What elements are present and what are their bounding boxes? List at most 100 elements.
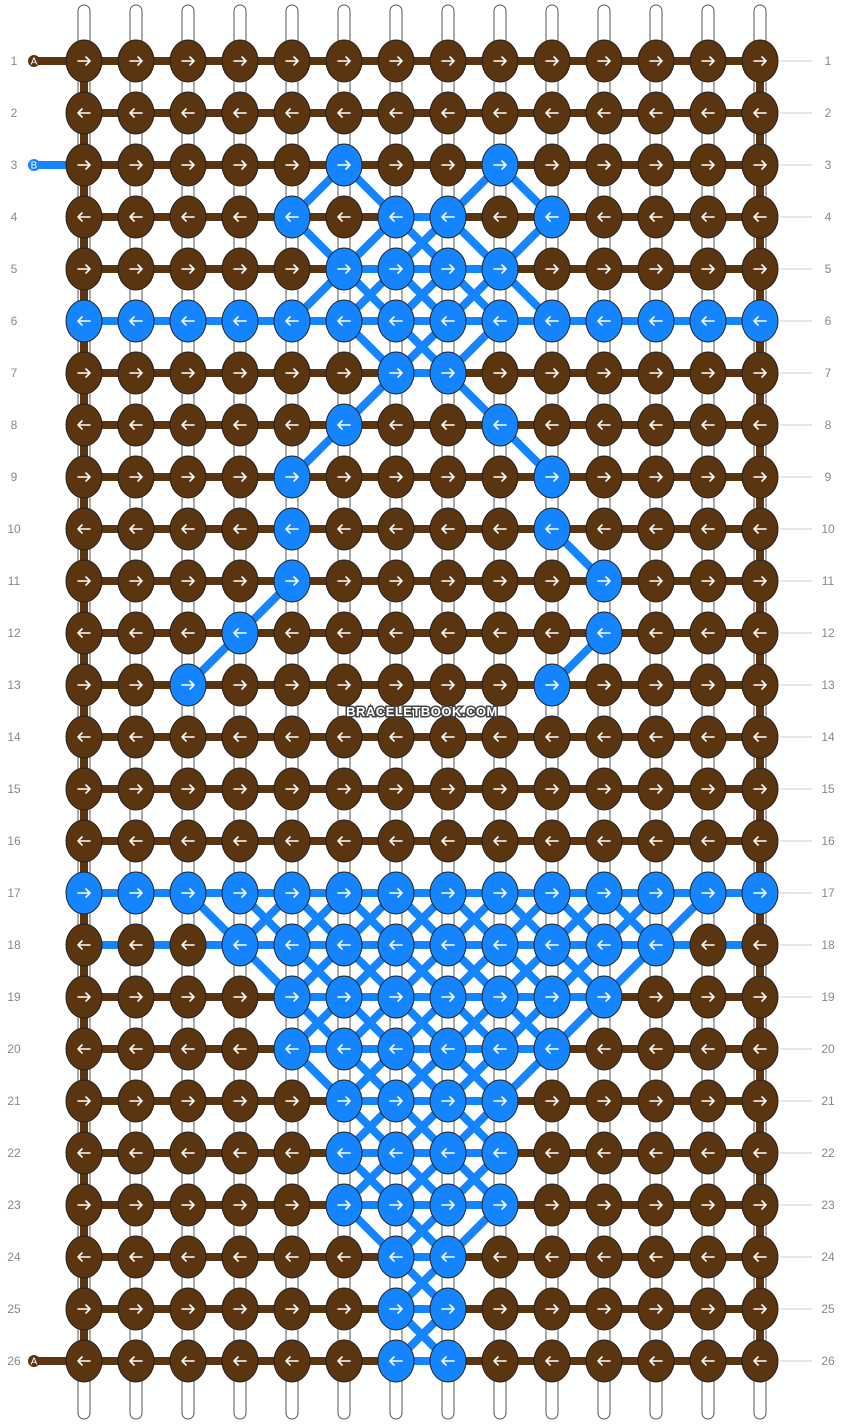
knot <box>377 39 415 83</box>
knot <box>637 1079 675 1123</box>
knot <box>65 1339 103 1383</box>
row-label-right: 4 <box>825 210 832 224</box>
knot <box>637 195 675 239</box>
arrow-left-icon <box>77 628 91 638</box>
arrow-left-icon <box>389 1148 403 1158</box>
arrow-right-icon <box>285 160 299 170</box>
arrow-left-icon <box>441 212 455 222</box>
knot <box>533 247 571 291</box>
knot <box>65 663 103 707</box>
knot <box>741 715 779 759</box>
knot <box>429 559 467 603</box>
knot <box>741 819 779 863</box>
knot <box>117 1339 155 1383</box>
knot <box>533 611 571 655</box>
arrow-left-icon <box>129 836 143 846</box>
knot <box>221 1079 259 1123</box>
knot <box>273 1079 311 1123</box>
arrow-left-icon <box>233 420 247 430</box>
arrow-right-icon <box>597 56 611 66</box>
knot <box>585 91 623 135</box>
knot <box>689 1027 727 1071</box>
arrow-left-icon <box>753 420 767 430</box>
knot <box>325 455 363 499</box>
knot <box>533 1287 571 1331</box>
knot <box>325 1131 363 1175</box>
knot <box>429 403 467 447</box>
arrow-left-icon <box>285 836 299 846</box>
arrow-right-icon <box>285 368 299 378</box>
arrow-left-icon <box>129 212 143 222</box>
knot <box>325 143 363 187</box>
arrow-right-icon <box>129 472 143 482</box>
knot <box>533 143 571 187</box>
knot <box>221 1027 259 1071</box>
arrow-left-icon <box>701 1148 715 1158</box>
arrow-right-icon <box>753 472 767 482</box>
arrow-left-icon <box>701 628 715 638</box>
arrow-right-icon <box>389 992 403 1002</box>
knot <box>481 715 519 759</box>
knot <box>689 1183 727 1227</box>
arrow-right-icon <box>389 264 403 274</box>
arrow-left-icon <box>285 316 299 326</box>
knot <box>169 351 207 395</box>
row-label-right: 10 <box>821 522 835 536</box>
arrow-right-icon <box>753 1096 767 1106</box>
knot <box>65 247 103 291</box>
arrow-right-icon <box>649 888 663 898</box>
arrow-right-icon <box>597 1096 611 1106</box>
knot <box>689 39 727 83</box>
arrow-right-icon <box>753 888 767 898</box>
arrow-right-icon <box>285 472 299 482</box>
arrow-right-icon <box>77 784 91 794</box>
knot <box>221 559 259 603</box>
knot <box>689 247 727 291</box>
arrow-right-icon <box>597 992 611 1002</box>
arrow-left-icon <box>337 940 351 950</box>
knot <box>429 923 467 967</box>
arrow-right-icon <box>337 56 351 66</box>
knot <box>65 1183 103 1227</box>
arrow-left-icon <box>233 212 247 222</box>
knot <box>741 299 779 343</box>
arrow-left-icon <box>181 628 195 638</box>
arrow-right-icon <box>649 1304 663 1314</box>
arrow-right-icon <box>129 1304 143 1314</box>
arrow-left-icon <box>649 316 663 326</box>
arrow-right-icon <box>285 680 299 690</box>
knot <box>273 351 311 395</box>
knot <box>637 663 675 707</box>
arrow-right-icon <box>649 160 663 170</box>
arrow-left-icon <box>597 108 611 118</box>
knot <box>325 1183 363 1227</box>
knot <box>741 403 779 447</box>
knot <box>325 819 363 863</box>
knot <box>585 403 623 447</box>
arrow-left-icon <box>441 732 455 742</box>
knot <box>169 1131 207 1175</box>
arrow-left-icon <box>441 420 455 430</box>
arrow-right-icon <box>493 1096 507 1106</box>
knot <box>117 39 155 83</box>
arrow-left-icon <box>129 316 143 326</box>
knot <box>429 663 467 707</box>
row-label-left: 11 <box>8 574 21 588</box>
knot <box>429 1183 467 1227</box>
arrow-left-icon <box>337 420 351 430</box>
arrow-left-icon <box>597 316 611 326</box>
knot <box>481 1079 519 1123</box>
knot <box>221 767 259 811</box>
knot <box>221 1235 259 1279</box>
arrow-left-icon <box>441 1356 455 1366</box>
arrow-right-icon <box>129 160 143 170</box>
arrow-left-icon <box>753 1044 767 1054</box>
knot <box>585 247 623 291</box>
arrow-right-icon <box>441 1096 455 1106</box>
knot <box>533 1339 571 1383</box>
knot <box>273 39 311 83</box>
knot <box>429 1131 467 1175</box>
knot <box>533 507 571 551</box>
knot <box>689 1287 727 1331</box>
knot <box>429 143 467 187</box>
